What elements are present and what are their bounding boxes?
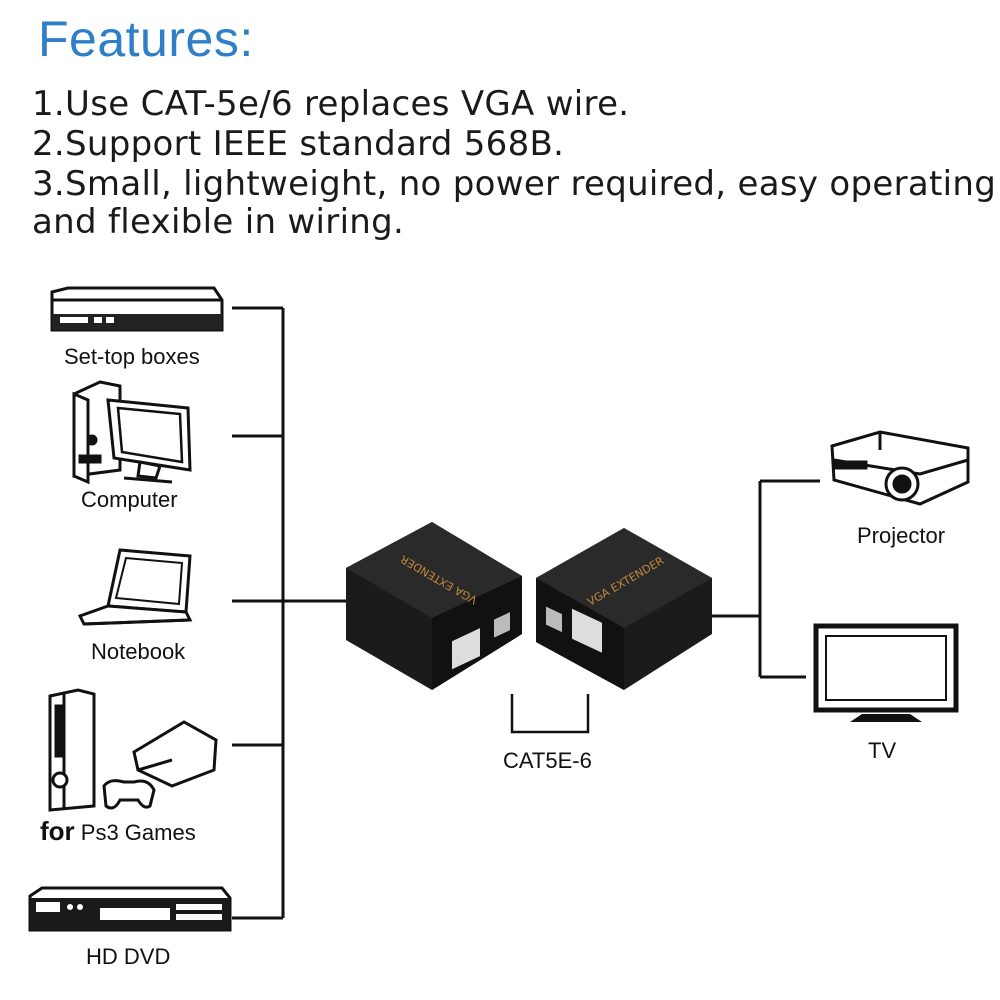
notebook-icon	[77, 548, 193, 626]
display-connection-lines	[708, 479, 820, 679]
hd-dvd-icon	[28, 886, 232, 932]
cable-bracket	[510, 694, 590, 734]
source-connection-lines	[232, 306, 346, 920]
vga-extender-receiver: VGA EXTENDER	[536, 528, 712, 690]
vga-extender-transmitter: VGA EXTENDER	[346, 522, 522, 690]
label-ps3-text: Ps3 Games	[74, 820, 196, 845]
label-tv: TV	[868, 738, 897, 763]
label-ps3-prefix: for	[40, 816, 75, 846]
label-computer: Computer	[81, 487, 178, 512]
feature-line-1: 1.Use CAT-5e/6 replaces VGA wire.	[32, 84, 630, 124]
label-projector: Projector	[857, 523, 946, 548]
label-notebook: Notebook	[91, 639, 186, 664]
settop-box-icon	[50, 286, 224, 332]
label-hd-dvd: HD DVD	[86, 944, 171, 969]
label-cable: CAT5E-6	[503, 748, 592, 773]
computer-icon	[72, 380, 192, 485]
ps3-console-icon	[48, 688, 218, 812]
feature-line-4: and flexible in wiring.	[32, 202, 405, 242]
label-settop-boxes: Set-top boxes	[64, 344, 200, 369]
features-heading: Features:	[38, 11, 254, 67]
feature-line-2: 2.Support IEEE standard 568B.	[32, 124, 565, 164]
label-ps3-games: for Ps3 Games	[40, 816, 196, 847]
projector-icon	[830, 430, 970, 506]
tv-icon	[813, 623, 959, 722]
feature-line-3: 3.Small, lightweight, no power required,…	[32, 164, 997, 204]
